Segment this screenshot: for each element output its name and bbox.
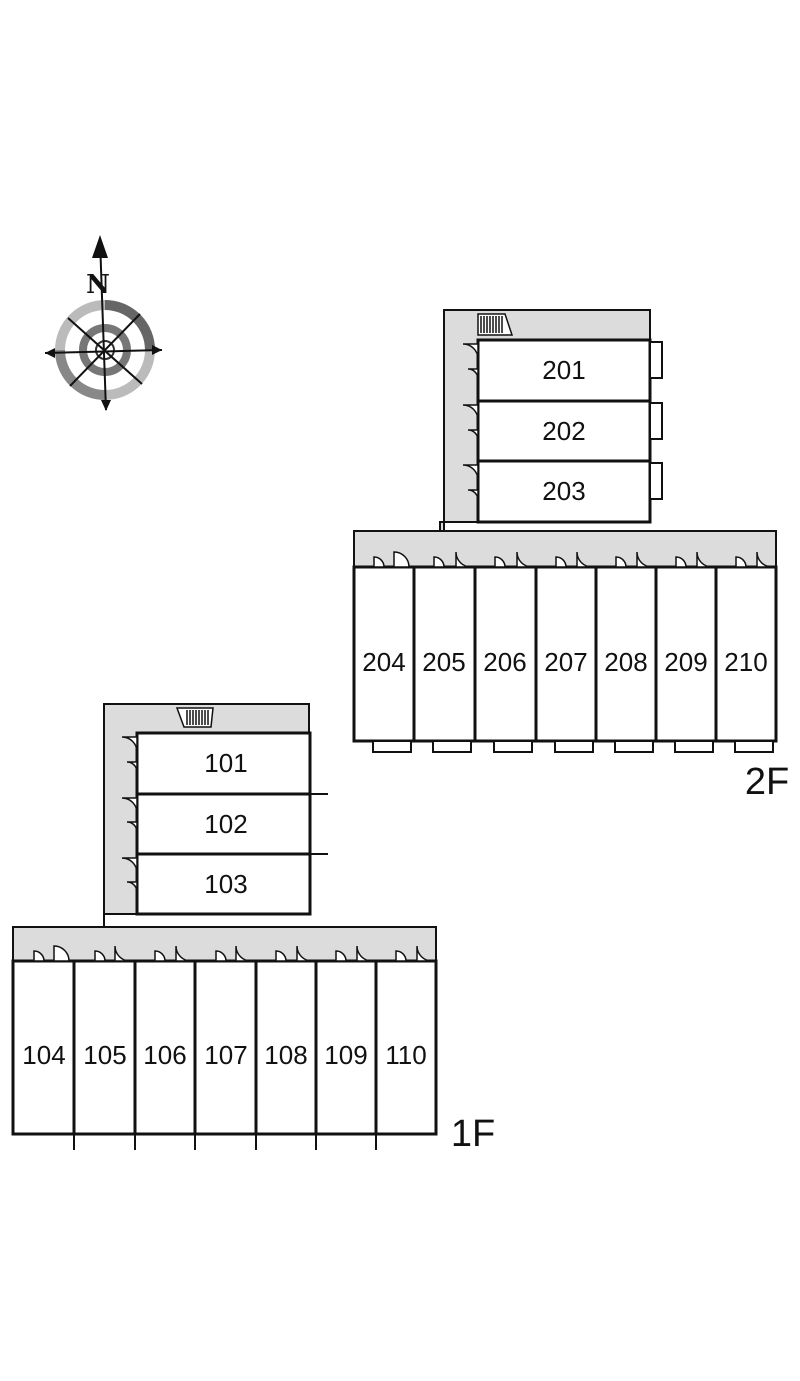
compass-icon: [44, 235, 163, 411]
unit-208: [594, 565, 658, 743]
unit-label-101: 101: [204, 748, 247, 778]
door-icons-1f-row: [33, 945, 433, 962]
door-icons-1f-stack: [121, 736, 138, 893]
unit-label-102: 102: [204, 809, 247, 839]
balconies-2f-stack: [649, 341, 663, 500]
unit-label-104: 104: [22, 1040, 65, 1070]
unit-label-201: 201: [542, 355, 585, 385]
unit-label-204: 204: [362, 647, 405, 677]
unit-label-110: 110: [385, 1040, 426, 1070]
unit-label-208: 208: [604, 647, 647, 677]
door-icons-2f-stack: [462, 343, 479, 501]
unit-dividers-1f-stack: [309, 740, 328, 905]
unit-label-108: 108: [264, 1040, 307, 1070]
unit-110: [374, 959, 438, 1136]
unit-label-106: 106: [143, 1040, 186, 1070]
door-icons-2f-row: [373, 551, 773, 568]
floor-2-label: 2F: [745, 761, 789, 803]
unit-101: [135, 731, 312, 796]
unit-label-206: 206: [483, 647, 526, 677]
floor-1-label: 1F: [451, 1113, 495, 1155]
unit-label-203: 203: [542, 476, 585, 506]
unit-label-107: 107: [204, 1040, 247, 1070]
balconies-2f-row: [372, 740, 774, 753]
unit-label-202: 202: [542, 416, 585, 446]
unit-label-103: 103: [204, 869, 247, 899]
unit-209: [654, 565, 718, 743]
north-label: N: [86, 270, 110, 300]
unit-label-205: 205: [422, 647, 465, 677]
stair-icon: [175, 707, 214, 728]
unit-label-209: 209: [664, 647, 707, 677]
floor-1-plan: 101 102 103 104 105 106 107 108 10: [11, 703, 438, 1150]
unit-label-210: 210: [724, 647, 767, 677]
stair-icon: [477, 313, 514, 336]
wall-stubs-1f: [73, 1110, 437, 1150]
floor-2-plan: 201 202 203 204 205 206 207 208 20: [352, 309, 778, 753]
unit-label-207: 207: [544, 647, 587, 677]
unit-109: [314, 959, 378, 1136]
unit-label-109: 109: [324, 1040, 367, 1070]
unit-label-105: 105: [83, 1040, 126, 1070]
